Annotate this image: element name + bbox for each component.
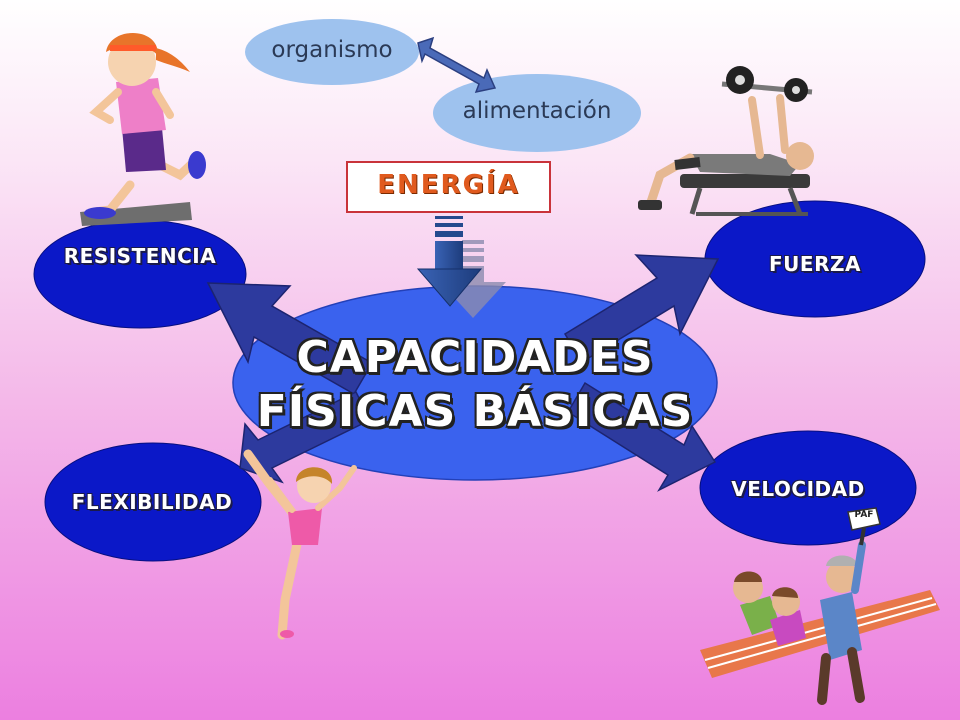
resistencia-label: RESISTENCIA: [63, 244, 217, 268]
runner-illustration: [80, 32, 206, 226]
alimentacion-label: alimentación: [462, 98, 612, 124]
arrow-fuerza: [563, 254, 720, 364]
flexibilidad-label: FLEXIBILIDAD: [71, 490, 233, 514]
flexibilidad-ellipse: [44, 442, 262, 562]
energia-box: [346, 161, 551, 213]
alimentacion-bubble: [433, 74, 641, 152]
race-start-illustration: [700, 507, 940, 705]
bidirectional-arrow: [417, 36, 497, 94]
arrow-velocidad: [566, 381, 717, 492]
down-arrow: [416, 216, 506, 318]
center-title-line1: CAPACIDADES: [296, 332, 654, 383]
organismo-bubble: [245, 19, 419, 85]
organismo-label: organismo: [271, 37, 393, 63]
center-title-line2: FÍSICAS BÁSICAS: [256, 386, 694, 437]
energia-label: ENERGÍA: [377, 170, 520, 200]
resistencia-ellipse: [33, 219, 247, 329]
velocidad-label: VELOCIDAD: [731, 477, 865, 501]
gymnast-illustration: [243, 449, 357, 640]
weightlifter-illustration: [638, 66, 814, 216]
fuerza-label: FUERZA: [769, 252, 861, 276]
arrow-resistencia: [206, 282, 374, 396]
paf-sign-label: PAF: [854, 510, 874, 520]
arrow-flexibilidad: [239, 390, 372, 484]
